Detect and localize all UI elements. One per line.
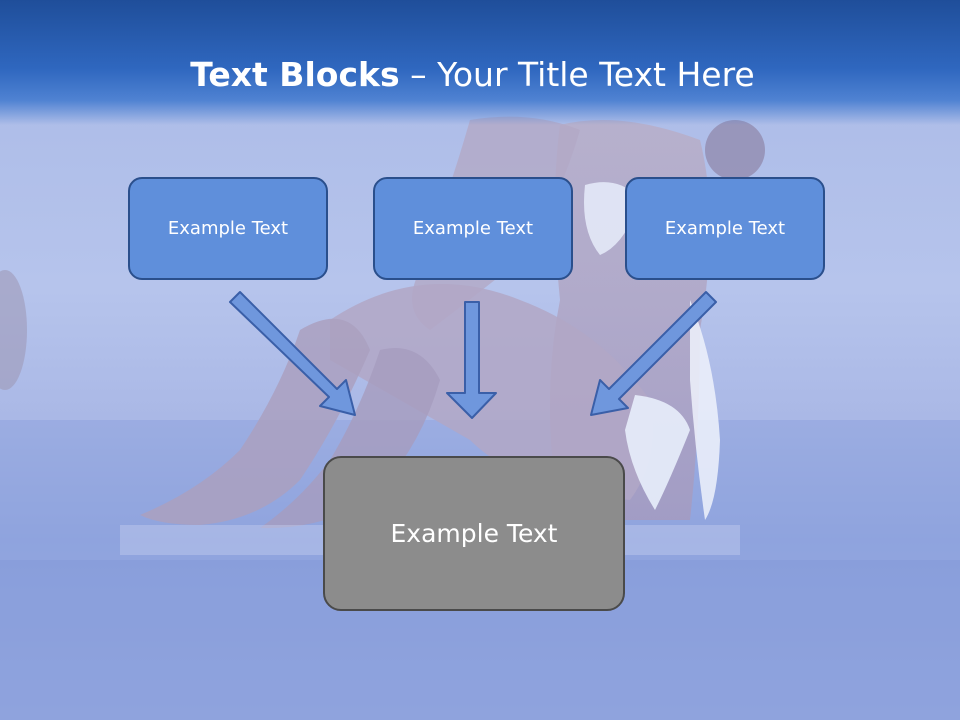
result-block-label: Example Text <box>390 519 558 548</box>
text-block-2[interactable]: Example Text <box>373 177 573 280</box>
text-block-1[interactable]: Example Text <box>128 177 328 280</box>
text-block-3[interactable]: Example Text <box>625 177 825 280</box>
title-band <box>0 0 960 125</box>
arrow-left <box>229 291 356 416</box>
text-block-3-label: Example Text <box>664 218 786 239</box>
arrow-middle <box>446 301 497 419</box>
arrow-right <box>590 291 717 416</box>
slide-title: Text Blocks – Your Title Text Here <box>0 52 945 98</box>
title-bold: Text Blocks <box>190 55 400 94</box>
title-rest: Your Title Text Here <box>437 55 755 94</box>
title-separator: – <box>399 55 438 94</box>
result-block[interactable]: Example Text <box>323 456 625 611</box>
text-block-1-label: Example Text <box>167 218 289 239</box>
text-block-2-label: Example Text <box>412 218 534 239</box>
